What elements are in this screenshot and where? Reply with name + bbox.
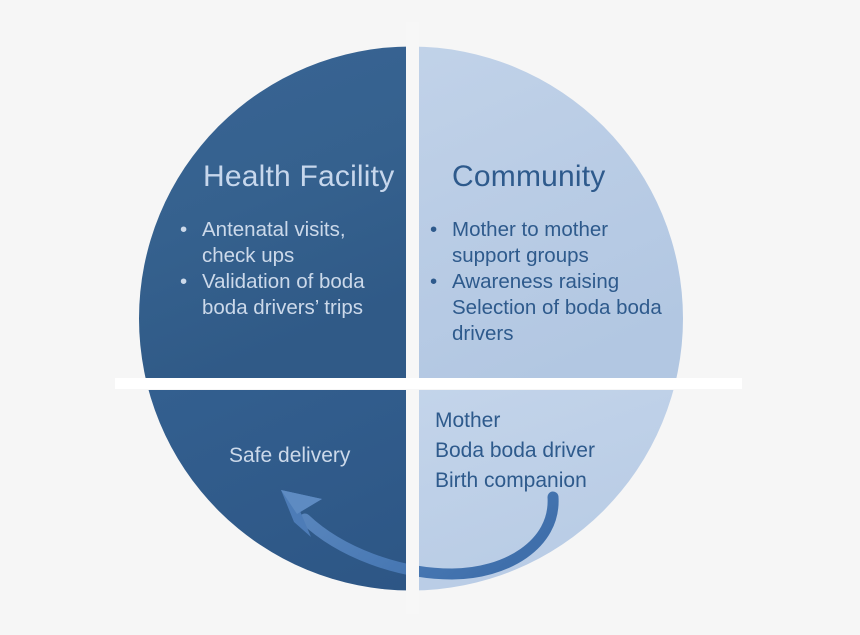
safe-delivery-label: Safe delivery — [229, 444, 351, 467]
list-item: • Awareness raising Selection of boda bo… — [424, 269, 674, 347]
community-roles-list: Mother Boda boda driver Birth companion — [435, 406, 595, 496]
list-item: • Validation of boda boda drivers’ trips — [174, 269, 389, 321]
list-item-line: drivers — [452, 322, 514, 345]
list-item-line: Awareness raising — [452, 270, 620, 293]
bullet-icon: • — [430, 218, 438, 241]
list-item-line: Mother to mother — [452, 218, 609, 241]
bullet-icon: • — [180, 270, 188, 293]
horizontal-divider — [115, 378, 742, 389]
curved-arrow-icon — [281, 490, 559, 580]
bullet-icon: • — [430, 270, 438, 293]
list-item-line: support groups — [452, 244, 589, 267]
bullet-icon: • — [180, 218, 188, 241]
health-facility-title: Health Facility — [203, 160, 395, 193]
community-title: Community — [452, 160, 606, 193]
list-item: • Mother to mother support groups — [424, 217, 674, 269]
list-item-line: boda drivers’ trips — [202, 296, 364, 319]
list-item: Boda boda driver — [435, 439, 595, 462]
list-item: Birth companion — [435, 469, 587, 492]
list-item-line: check ups — [202, 244, 295, 267]
list-item-line: Antenatal visits, — [202, 218, 346, 241]
list-item-line: Validation of boda — [202, 270, 365, 293]
list-item-line: Selection of boda boda — [452, 296, 662, 319]
list-item: • Antenatal visits, check ups — [174, 217, 389, 269]
community-bullet-list: • Mother to mother support groups • Awar… — [424, 217, 674, 347]
list-item: Mother — [435, 409, 501, 432]
vertical-divider — [406, 22, 419, 614]
health-facility-bullet-list: • Antenatal visits, check ups • Validati… — [174, 217, 389, 321]
